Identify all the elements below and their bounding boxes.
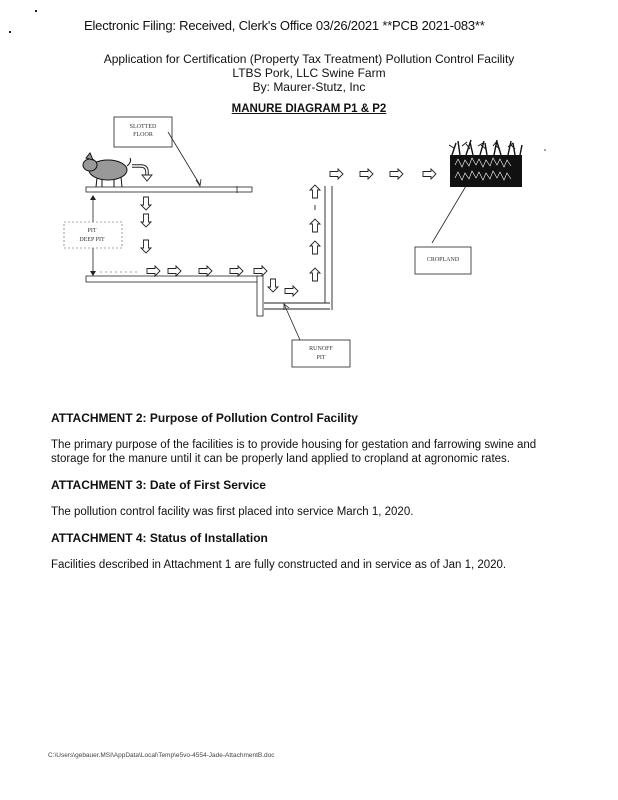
arrow-up-icon: [309, 240, 321, 255]
attachment-3-heading: ATTACHMENT 3: Date of First Service: [51, 478, 266, 492]
author-line: By: Maurer-Stutz, Inc: [252, 80, 366, 94]
arrow-right-icon: [329, 168, 344, 180]
deep-pit-label: PIT: [88, 228, 97, 234]
arrow-up-icon: [309, 184, 321, 199]
arrow-up-icon: [309, 267, 321, 282]
file-path-footer: C:\Users\gebauer.MSI\AppData\Local\Temp\…: [48, 752, 275, 759]
arrow-down-icon: [140, 213, 152, 228]
attachment-2-heading: ATTACHMENT 2: Purpose of Pollution Contr…: [51, 411, 358, 425]
pig-icon: [82, 152, 132, 188]
arrow-right-icon: [422, 168, 437, 180]
runoff-pointer-line: [283, 303, 301, 341]
runoff-pit-label: RUNOFF: [309, 346, 333, 352]
arrow-right-icon: [359, 168, 374, 180]
manure-diagram: SLOTTED FLOOR PIT DEEP PIT: [63, 116, 546, 368]
arrow-right-icon: [167, 265, 182, 277]
runoff-pit-label-2: PIT: [317, 355, 326, 361]
arrow-right-icon: [146, 265, 161, 277]
crop-field-icon: [448, 139, 523, 187]
slotted-floor-label-2: FLOOR: [133, 132, 153, 138]
arrow-right-icon: [389, 168, 404, 180]
cropland-pointer-line: [431, 185, 467, 244]
attachment-3-body: The pollution control facility was first…: [51, 506, 414, 518]
attachment-2-body: The primary purpose of the facilities is…: [51, 439, 537, 465]
application-title: Application for Certification (Property …: [103, 52, 515, 66]
slotted-floor-box: [113, 116, 173, 148]
scan-speck: [9, 31, 11, 33]
runoff-pit-box: [291, 339, 351, 368]
deep-pit-label-2: DEEP PIT: [79, 237, 105, 243]
scan-speck: [35, 10, 37, 12]
deep-pit-box: [63, 221, 123, 249]
pit-bottom-rail: [85, 275, 259, 283]
cropland-box: [414, 246, 472, 275]
drop-pipe: [256, 275, 264, 317]
attachment-4-body: Facilities described in Attachment 1 are…: [51, 559, 507, 571]
arrow-right-icon: [198, 265, 213, 277]
arrow-right-icon: [229, 265, 244, 277]
filing-stamp: Electronic Filing: Received, Clerk's Off…: [84, 18, 485, 33]
arrow-down-icon: [140, 239, 152, 254]
diagram-title: MANURE DIAGRAM P1 & P2: [231, 103, 387, 115]
curved-arrow-icon: [132, 164, 153, 182]
slotted-floor-rail: [85, 186, 253, 193]
arrow-right-icon: [253, 265, 268, 277]
farm-name: LTBS Pork, LLC Swine Farm: [232, 66, 386, 80]
attachment-4-heading: ATTACHMENT 4: Status of Installation: [51, 531, 268, 545]
arrow-right-icon: [284, 285, 299, 297]
cropland-label: CROPLAND: [427, 257, 460, 263]
slotted-pointer-line: [167, 131, 201, 186]
arrow-down-icon: [267, 278, 279, 293]
arrow-down-icon: [140, 196, 152, 211]
slotted-floor-label: SLOTTED: [130, 124, 157, 130]
arrow-up-icon: [309, 218, 321, 233]
